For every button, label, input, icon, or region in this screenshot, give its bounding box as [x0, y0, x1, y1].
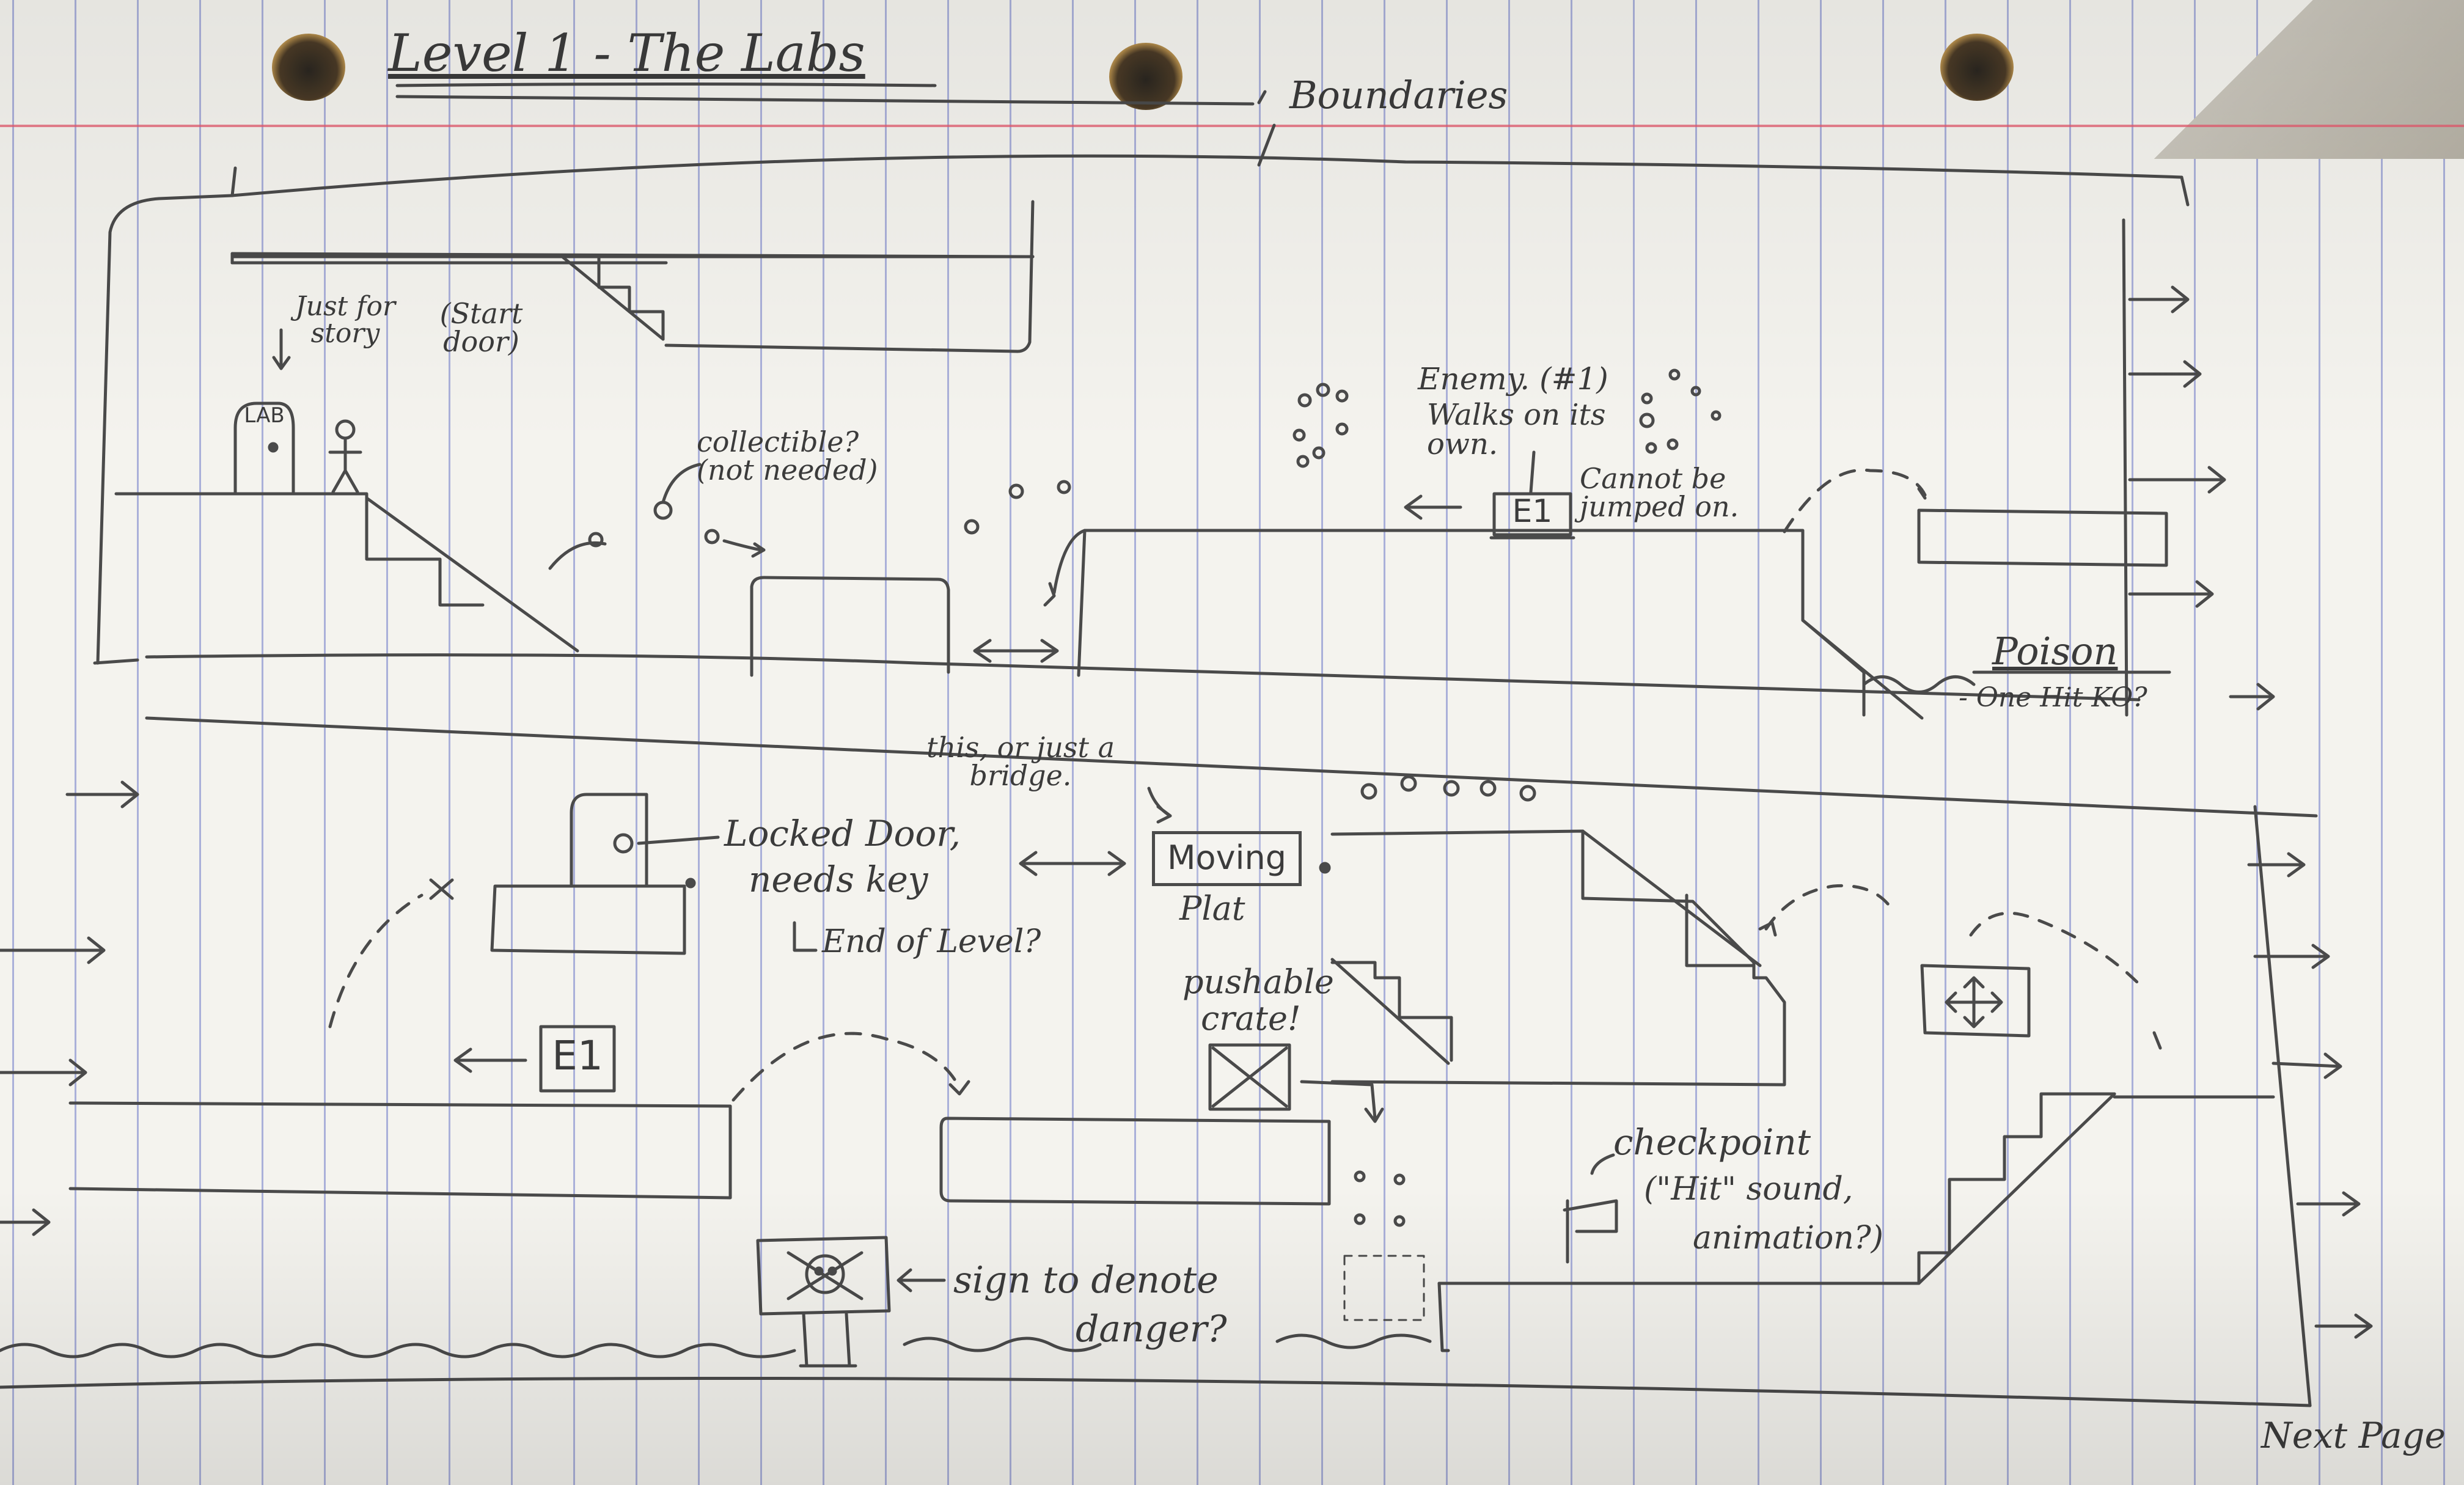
arrow-block: [1920, 964, 2031, 1038]
moving-plat-hinge: [1319, 862, 1331, 874]
level-title: Level 1 - The Labs: [388, 23, 865, 83]
locked-door-label: Locked Door,: [724, 813, 961, 854]
binder-hole-left: [272, 34, 345, 101]
left-arrows-bottom: [0, 780, 139, 1236]
right-page-edge: [145, 218, 2318, 1407]
ceiling-stairs: [560, 255, 665, 341]
margin-line: [0, 125, 2464, 127]
falling-coins: [1343, 1170, 1425, 1321]
enemy-e1-bottom: [453, 1025, 616, 1093]
end-arrow: [793, 921, 818, 952]
right-ground-and-stairs: [1437, 1092, 2275, 1352]
middle-ground-platform: [939, 1116, 1331, 1206]
desk-background: [2146, 0, 2464, 159]
end-of-level-label: End of Level?: [822, 923, 1041, 960]
poison-top: [1862, 670, 2171, 694]
lab-door: [233, 402, 295, 496]
needs-key-label: needs key: [749, 859, 928, 900]
checkpoint-label: checkpoint: [1613, 1121, 1811, 1163]
danger-sign-note: sign to denote: [953, 1259, 1219, 1302]
pushable-label: pushable: [1182, 963, 1334, 1001]
moving-platform-arrows: [1019, 787, 1172, 876]
checkpoint-flag: [1563, 1153, 1618, 1264]
enemy-e1-top: [1404, 450, 1575, 540]
jump-arc-left: [328, 878, 454, 1028]
binder-hole-middle: [1109, 43, 1182, 110]
title-underline: [395, 82, 1267, 106]
stick-figure: [328, 419, 362, 494]
pushable-crate: [1208, 1043, 1384, 1123]
gap-arrow: [973, 639, 1059, 663]
locked-door-platform: [490, 793, 720, 955]
floating-platform-top: [1917, 508, 2168, 567]
story-arrow: [272, 328, 291, 370]
collectible-path: [548, 463, 1071, 570]
danger-arrow: [897, 1268, 946, 1292]
next-page-label: Next Page: [2261, 1415, 2446, 1456]
one-hit-note: - One Hit KO?: [1959, 682, 2147, 713]
jump-arc-middle: [732, 1032, 970, 1102]
moving-plat-label: Plat: [1179, 889, 1245, 928]
start-door-note: (Start door): [439, 297, 523, 358]
danger-note: danger?: [1076, 1308, 1227, 1351]
left-ground-platform: [68, 1101, 732, 1200]
boundaries-label: Boundaries: [1289, 73, 1508, 117]
enemy-note-title: Enemy. (#1): [1418, 361, 1608, 397]
poison-water: [0, 1333, 2312, 1407]
big-block: [1330, 829, 1786, 1087]
binder-hole-right: [1940, 34, 2014, 101]
poison-label: Poison: [1992, 629, 2118, 673]
enemy-e1-top-label: E1: [1512, 493, 1553, 530]
checkpoint-animation-note: animation?): [1693, 1220, 1883, 1256]
top-boundary: [93, 154, 2190, 702]
skull-sign: [756, 1236, 891, 1368]
lab-sign: LAB: [244, 403, 285, 428]
enemy-note-jump: Cannot be jumped on.: [1580, 462, 1739, 523]
just-for-story-note: Just for story: [295, 291, 396, 349]
right-arrows-bottom: [2247, 852, 2373, 1339]
jump-arcs-right: [1758, 884, 2162, 1050]
enemy-e1-bottom-label: E1: [552, 1032, 603, 1079]
collectible-note: collectible? (not needed): [697, 425, 878, 486]
jump-arc-top: [1783, 468, 1927, 534]
bridge-note: this, or just a bridge.: [926, 731, 1115, 792]
start-platform: [114, 492, 579, 653]
enemy-dots: [1292, 369, 1722, 468]
checkpoint-sound-note: ("Hit" sound,: [1644, 1171, 1854, 1208]
enemy-note-walks: Walks on its own.: [1427, 398, 1606, 461]
right-arrows-top: [2128, 285, 2275, 711]
large-platform: [1043, 529, 1924, 720]
crate-label: crate!: [1201, 999, 1301, 1038]
middle-pillar: [750, 576, 950, 677]
moving-platform: Moving: [1152, 831, 1302, 886]
coins-row: [1360, 775, 1536, 802]
